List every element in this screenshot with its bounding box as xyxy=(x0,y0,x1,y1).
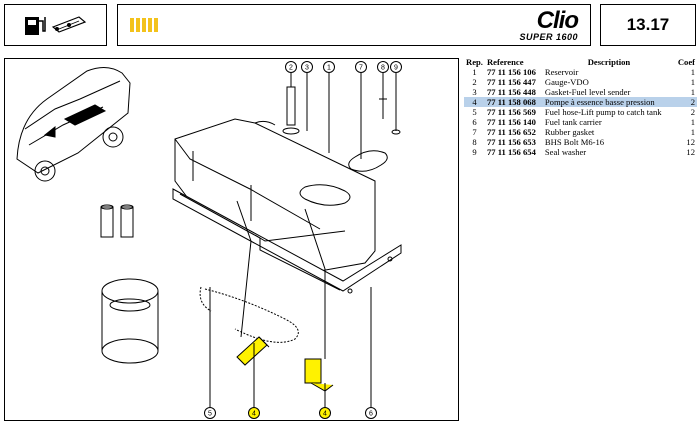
model-logo-box: Clio SUPER 1600 xyxy=(117,4,591,46)
fuel-system-drawing xyxy=(16,67,402,407)
table-row[interactable]: 8 77 11 156 653 BHS Bolt M6-16 12 xyxy=(472,137,695,147)
table-row[interactable]: 3 77 11 156 448 Gasket-Fuel level sender… xyxy=(472,87,695,97)
logo-clio-text: Clio xyxy=(536,7,579,34)
table-row[interactable]: 7 77 11 156 652 Rubber gasket 1 xyxy=(472,127,695,137)
callout-7: 7 xyxy=(359,65,363,72)
col-description: Description xyxy=(587,57,631,67)
callout-4-left: 4 xyxy=(252,411,256,418)
logo-super1600-text: SUPER 1600 xyxy=(519,32,578,42)
table-row-selected[interactable]: 4 77 11 158 068 Pompe à essence basse pr… xyxy=(464,97,697,107)
fuel-pump-icon xyxy=(25,16,87,35)
sender-gasket xyxy=(282,127,300,135)
highlighted-pump-left xyxy=(236,336,270,366)
section-icon-box xyxy=(4,4,107,46)
col-rep: Rep. xyxy=(466,57,483,67)
col-coef: Coef xyxy=(677,57,695,67)
rubber-gasket xyxy=(348,150,388,172)
exploded-diagram: 2 3 1 7 8 9 5 4 4 6 xyxy=(4,58,459,421)
callout-4-right: 4 xyxy=(323,411,327,418)
pump-assembly xyxy=(100,204,159,364)
table-row[interactable]: 9 77 11 156 654 Seal washer 12 xyxy=(472,147,695,157)
fuel-hose xyxy=(204,288,299,343)
table-row[interactable]: 6 77 11 156 140 Fuel tank carrier 1 xyxy=(472,117,695,127)
callout-2: 2 xyxy=(289,65,293,72)
tank-carrier xyxy=(172,188,402,294)
callout-9: 9 xyxy=(394,65,398,72)
table-row[interactable]: 5 77 11 156 569 Fuel hose-Lift pump to c… xyxy=(472,107,695,117)
page-number: 13.17 xyxy=(600,4,696,46)
highlighted-pump-right xyxy=(304,358,334,392)
parts-table-header: Rep. Reference Description Coef xyxy=(464,57,697,67)
callout-5: 5 xyxy=(208,411,212,418)
table-row[interactable]: 1 77 11 156 106 Reservoir 1 xyxy=(472,67,695,77)
callout-6: 6 xyxy=(369,411,373,418)
car-thumbnail xyxy=(16,67,131,182)
callout-3: 3 xyxy=(305,65,309,72)
callouts-layer: 2 3 1 7 8 9 5 4 4 6 xyxy=(204,61,402,419)
parts-table: Rep. Reference Description Coef 1 77 11 … xyxy=(464,57,697,157)
table-row[interactable]: 2 77 11 156 447 Gauge-VDO 1 xyxy=(472,77,695,87)
callout-8: 8 xyxy=(381,65,385,72)
callout-1: 1 xyxy=(327,65,331,72)
accent-stripes xyxy=(130,18,162,32)
col-reference: Reference xyxy=(486,57,524,67)
